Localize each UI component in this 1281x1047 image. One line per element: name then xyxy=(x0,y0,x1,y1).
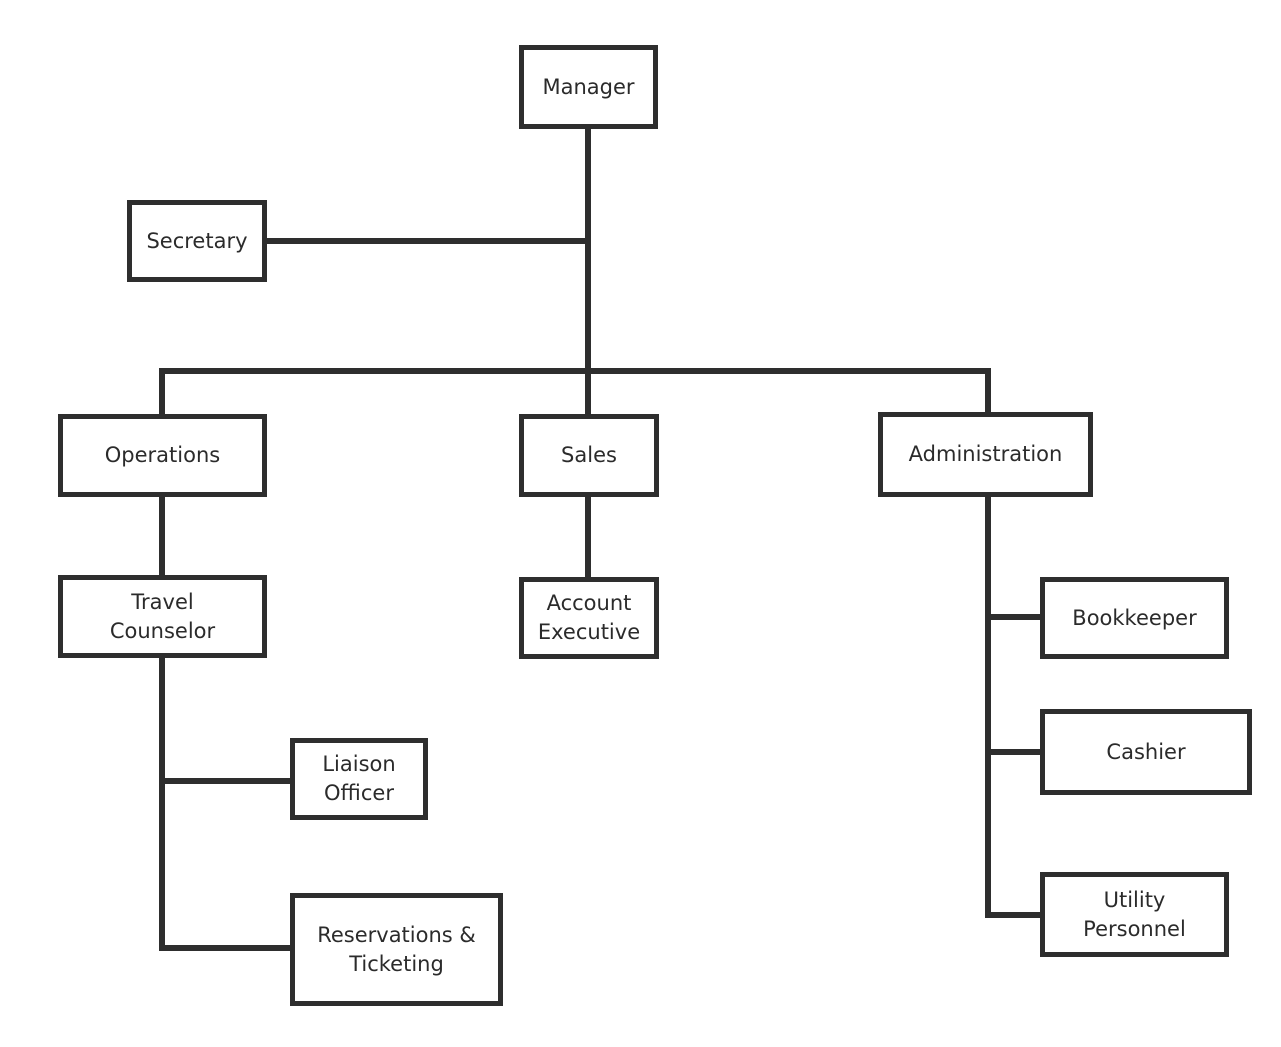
node-account-executive: Account Executive xyxy=(519,577,659,659)
connector-administration-trunk xyxy=(985,497,991,918)
node-cashier-label: Cashier xyxy=(1106,739,1186,764)
node-travel-counselor-label: Travel Counselor xyxy=(109,589,216,643)
connector-sales-account-executive xyxy=(585,497,591,577)
node-cashier: Cashier xyxy=(1040,709,1252,795)
node-secretary-label: Secretary xyxy=(146,228,248,253)
node-reservations-ticketing-label: Reservations & Ticketing xyxy=(317,922,476,976)
connector-cashier-branch xyxy=(985,749,1040,755)
node-reservations-ticketing: Reservations & Ticketing xyxy=(290,893,503,1006)
connector-operations-drop xyxy=(159,368,165,414)
node-manager: Manager xyxy=(519,45,658,129)
node-liaison-officer-label: Liaison Officer xyxy=(322,752,396,805)
node-utility-personnel-label: Utility Personnel xyxy=(1083,887,1186,941)
node-bookkeeper: Bookkeeper xyxy=(1040,577,1229,659)
connector-divisions-bus xyxy=(159,368,991,374)
connector-manager-trunk xyxy=(585,129,591,414)
node-sales-label: Sales xyxy=(561,443,617,467)
connector-liaison-officer-branch xyxy=(159,778,290,784)
connector-utility-personnel-branch xyxy=(985,912,1040,918)
node-administration: Administration xyxy=(878,412,1093,497)
node-manager-label: Manager xyxy=(542,74,635,99)
connector-operations-travel-counselor xyxy=(159,497,165,575)
connector-reservations-branch xyxy=(159,945,290,951)
node-bookkeeper-label: Bookkeeper xyxy=(1072,605,1197,630)
node-travel-counselor: Travel Counselor xyxy=(58,575,267,658)
connector-administration-drop xyxy=(985,368,991,412)
node-account-executive-label: Account Executive xyxy=(537,591,641,644)
connector-bookkeeper-branch xyxy=(985,614,1040,620)
node-operations-label: Operations xyxy=(104,443,221,467)
node-administration-label: Administration xyxy=(908,442,1063,466)
node-operations: Operations xyxy=(58,414,267,497)
node-utility-personnel: Utility Personnel xyxy=(1040,872,1229,957)
node-sales: Sales xyxy=(519,414,659,497)
node-secretary: Secretary xyxy=(127,200,267,282)
connector-travel-counselor-trunk xyxy=(159,658,165,951)
node-liaison-officer: Liaison Officer xyxy=(290,738,428,820)
connector-secretary-branch xyxy=(267,238,591,244)
